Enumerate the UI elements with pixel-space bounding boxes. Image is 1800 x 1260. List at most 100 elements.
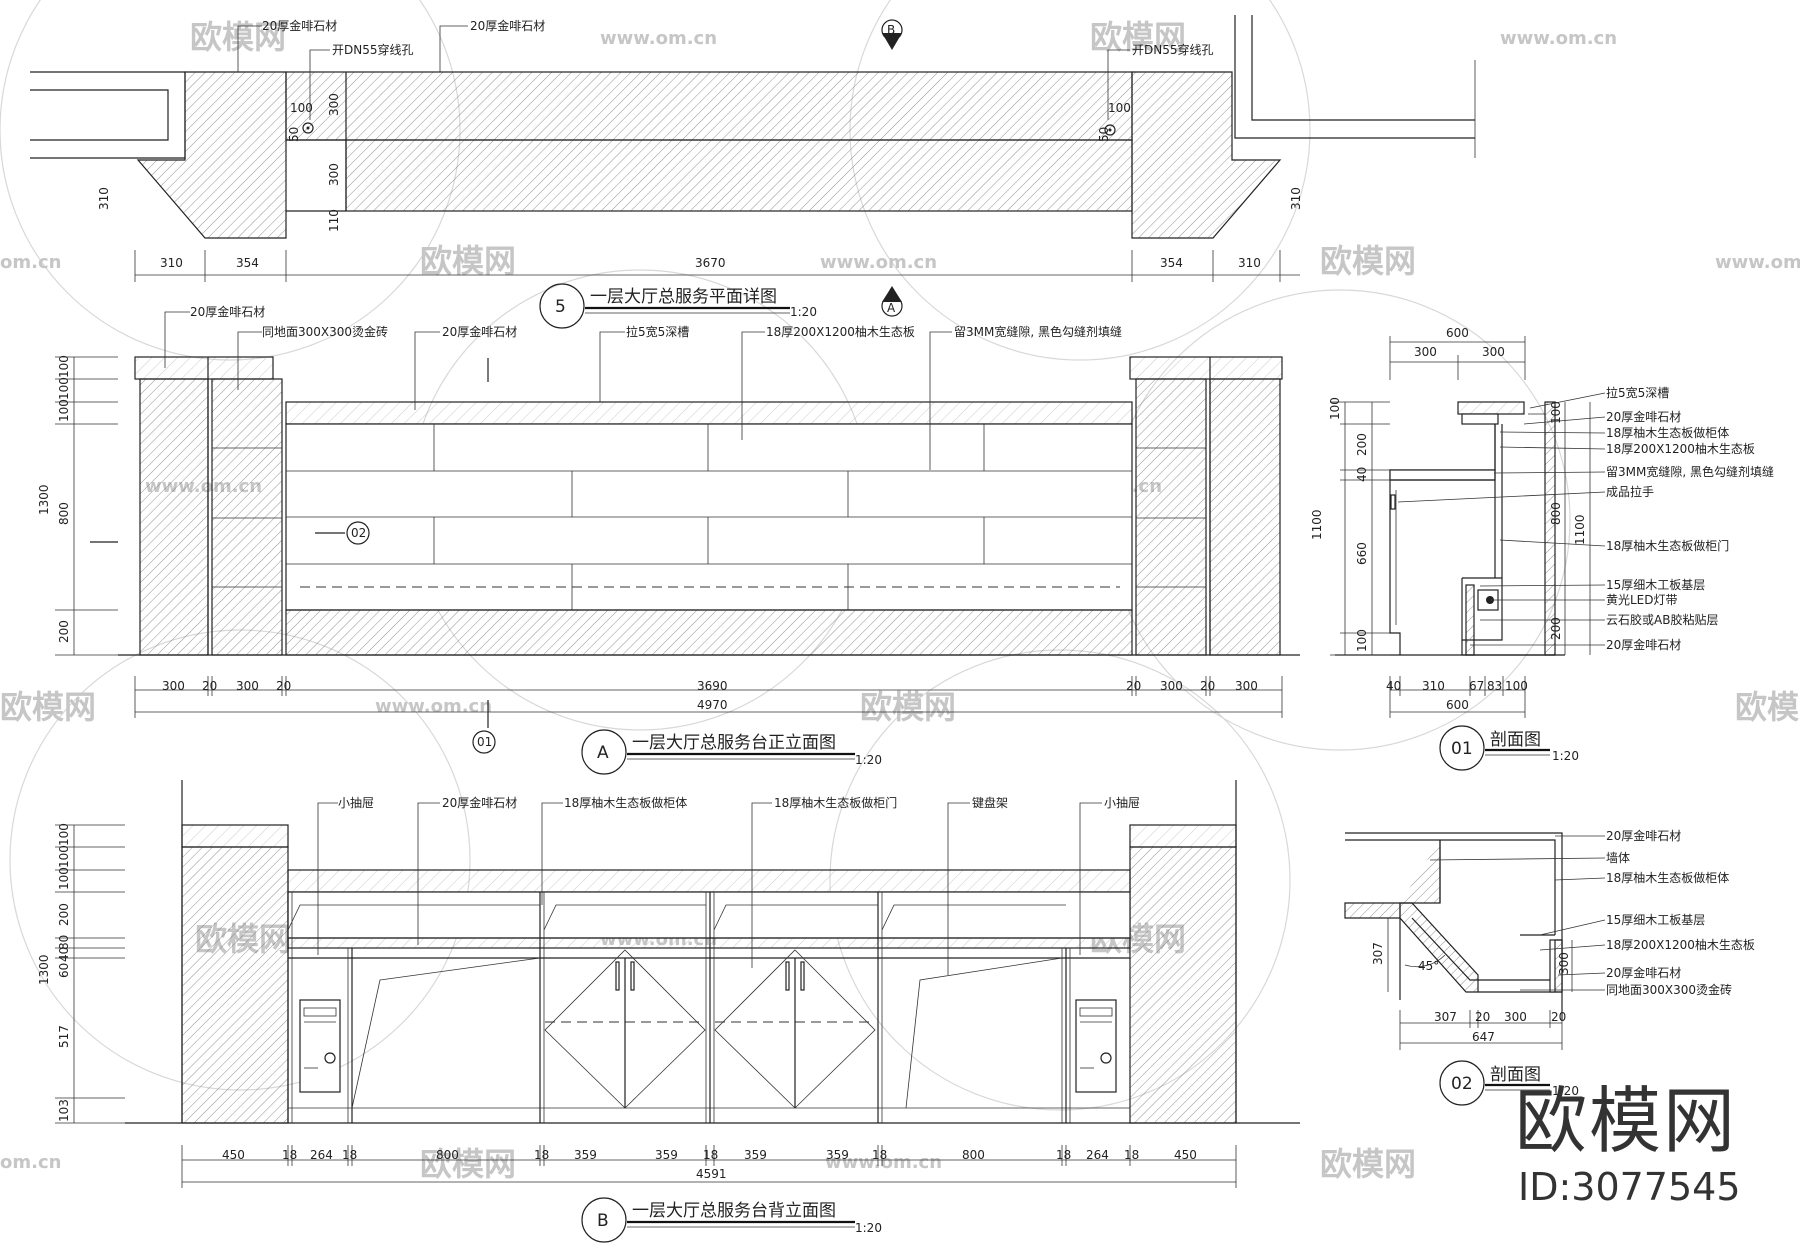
section-marker-01 [472, 730, 496, 754]
svg-text:18厚柚木生态板做柜体: 18厚柚木生态板做柜体 [1606, 870, 1729, 885]
svg-text:02: 02 [351, 526, 366, 540]
svg-text:660: 660 [1355, 542, 1369, 565]
svg-text:100: 100 [1549, 401, 1563, 424]
svg-text:359: 359 [826, 1148, 849, 1162]
watermark-brand: 欧模网 [1090, 18, 1186, 56]
front-total-dim: 4970 [697, 698, 728, 712]
front-elevation: 02 01 20厚金啡石材 同地面300X300烫金砖 20厚金啡石材 拉5宽5… [37, 304, 1300, 775]
plan-label-stone-left: 20厚金啡石材 [262, 18, 337, 33]
svg-text:310: 310 [1422, 679, 1445, 693]
svg-text:310: 310 [97, 187, 111, 210]
svg-text:310: 310 [1289, 187, 1303, 210]
section2-scale: 1:20 [1552, 1084, 1579, 1098]
front-label-stone-top: 20厚金啡石材 [442, 324, 517, 339]
watermark-brand: 欧模网 [1320, 242, 1416, 280]
svg-text:20: 20 [1551, 1010, 1566, 1024]
svg-text:100: 100 [57, 845, 71, 868]
back-scale: 1:20 [855, 1221, 882, 1235]
watermark-brand: 欧模网 [0, 688, 96, 726]
svg-text:300: 300 [1504, 1010, 1527, 1024]
front-title-no: A [597, 743, 609, 763]
brand-logo-block: 欧模网 ID:3077545 [1515, 1079, 1741, 1209]
svg-text:18: 18 [1124, 1148, 1139, 1162]
plan-label-hole-left: 开DN55穿线孔 [332, 42, 414, 57]
svg-text:100: 100 [1328, 397, 1342, 420]
plan-title-no: 5 [555, 297, 566, 317]
svg-text:100: 100 [290, 101, 313, 115]
svg-text:517: 517 [57, 1025, 71, 1048]
svg-text:800: 800 [962, 1148, 985, 1162]
asset-id: ID:3077545 [1518, 1165, 1741, 1209]
svg-text:103: 103 [57, 1099, 71, 1122]
svg-text:18: 18 [872, 1148, 887, 1162]
front-label-panel: 18厚200X1200柚木生态板 [766, 324, 915, 339]
section2-bottom-dims: 307 20 300 20 647 [1434, 1010, 1566, 1044]
section2-angle: 45° [1418, 959, 1439, 973]
svg-text:15厚细木工板基层: 15厚细木工板基层 [1606, 913, 1705, 927]
watermark-url: www.om.cn [600, 28, 717, 49]
svg-text:600: 600 [1446, 326, 1469, 340]
svg-text:20: 20 [1200, 679, 1215, 693]
svg-text:拉5宽5深槽: 拉5宽5深槽 [1606, 385, 1669, 400]
plan-title: 一层大厅总服务平面详图 [590, 287, 777, 307]
svg-text:15厚细木工板基层: 15厚细木工板基层 [1606, 578, 1705, 592]
svg-text:18: 18 [342, 1148, 357, 1162]
svg-text:800: 800 [1549, 502, 1563, 525]
pc-tower-right [1075, 999, 1117, 1093]
section1-title: 剖面图 [1490, 730, 1541, 750]
section2-labels: 20厚金啡石材 墙体 18厚柚木生态板做柜体 15厚细木工板基层 18厚200X… [1606, 828, 1755, 997]
svg-text:20厚金啡石材: 20厚金啡石材 [1606, 965, 1681, 980]
back-label-door: 18厚柚木生态板做柜门 [774, 795, 897, 810]
plan-counter-top [285, 71, 1133, 141]
svg-text:450: 450 [222, 1148, 245, 1162]
svg-text:20厚金啡石材: 20厚金啡石材 [1606, 409, 1681, 424]
svg-text:300: 300 [1482, 345, 1505, 359]
back-label-stone: 20厚金啡石材 [442, 795, 517, 810]
svg-text:67: 67 [1469, 679, 1484, 693]
svg-text:359: 359 [574, 1148, 597, 1162]
section1-bottom-dims: 40 310 67 83 100 600 [1386, 679, 1528, 712]
svg-text:01: 01 [477, 735, 492, 749]
svg-text:黄光LED灯带: 黄光LED灯带 [1606, 593, 1678, 607]
front-label-tile: 同地面300X300烫金砖 [262, 324, 388, 339]
plan-inner-dims: 100 300 300 110 50 100 50 310 310 [97, 93, 1303, 232]
brand-logo-text: 欧模网 [1515, 1079, 1737, 1163]
svg-text:100: 100 [57, 399, 71, 422]
svg-text:800: 800 [57, 502, 71, 525]
svg-text:647: 647 [1472, 1030, 1495, 1044]
section-02: 45° 307 300 20厚金啡石材 墙体 18厚柚木生态板做柜体 15厚细木… [1344, 828, 1755, 1106]
svg-text:18厚柚木生态板做柜门: 18厚柚木生态板做柜门 [1606, 538, 1729, 553]
plan-counter-left-end [136, 71, 287, 239]
svg-text:50: 50 [1097, 127, 1111, 142]
plan-dims: 310 354 3670 354 310 [160, 256, 1261, 270]
watermark-url: www.om.cn [1715, 252, 1800, 273]
pc-tower-left [299, 999, 341, 1093]
section-marker-02 [346, 521, 370, 545]
svg-text:18厚200X1200柚木生态板: 18厚200X1200柚木生态板 [1606, 441, 1755, 456]
svg-text:359: 359 [655, 1148, 678, 1162]
watermark-brand: 欧模网 [420, 1145, 516, 1183]
svg-text:200: 200 [1549, 617, 1563, 640]
plan-counter-right-end [1131, 71, 1282, 239]
watermark-brand: 欧模网 [1320, 1145, 1416, 1183]
back-title: 一层大厅总服务台背立面图 [632, 1201, 836, 1221]
svg-text:310: 310 [1238, 256, 1261, 270]
svg-text:40: 40 [1355, 467, 1369, 482]
back-label-drawer-left: 小抽屉 [338, 796, 374, 810]
svg-text:307: 307 [1371, 942, 1385, 965]
watermark-url-cut: om.cn [0, 1152, 61, 1173]
watermark-brand: 欧模网 [1735, 688, 1800, 726]
back-elevation: 小抽屉 20厚金啡石材 18厚柚木生态板做柜体 18厚柚木生态板做柜门 键盘架 … [37, 780, 1300, 1243]
svg-text:359: 359 [744, 1148, 767, 1162]
svg-text:100: 100 [1505, 679, 1528, 693]
svg-text:800: 800 [436, 1148, 459, 1162]
svg-text:300: 300 [1160, 679, 1183, 693]
front-label-stone: 20厚金啡石材 [190, 304, 265, 319]
svg-text:100: 100 [57, 377, 71, 400]
section-01: 600 300 300 100 200 40 1100 660 100 100 … [1310, 326, 1774, 771]
plan-counter-body [345, 139, 1133, 212]
svg-text:100: 100 [57, 823, 71, 846]
front-label-groove: 拉5宽5深槽 [626, 324, 689, 339]
section1-left-dims: 100 200 40 1100 660 100 [1310, 397, 1369, 652]
svg-text:1100: 1100 [1310, 509, 1324, 540]
